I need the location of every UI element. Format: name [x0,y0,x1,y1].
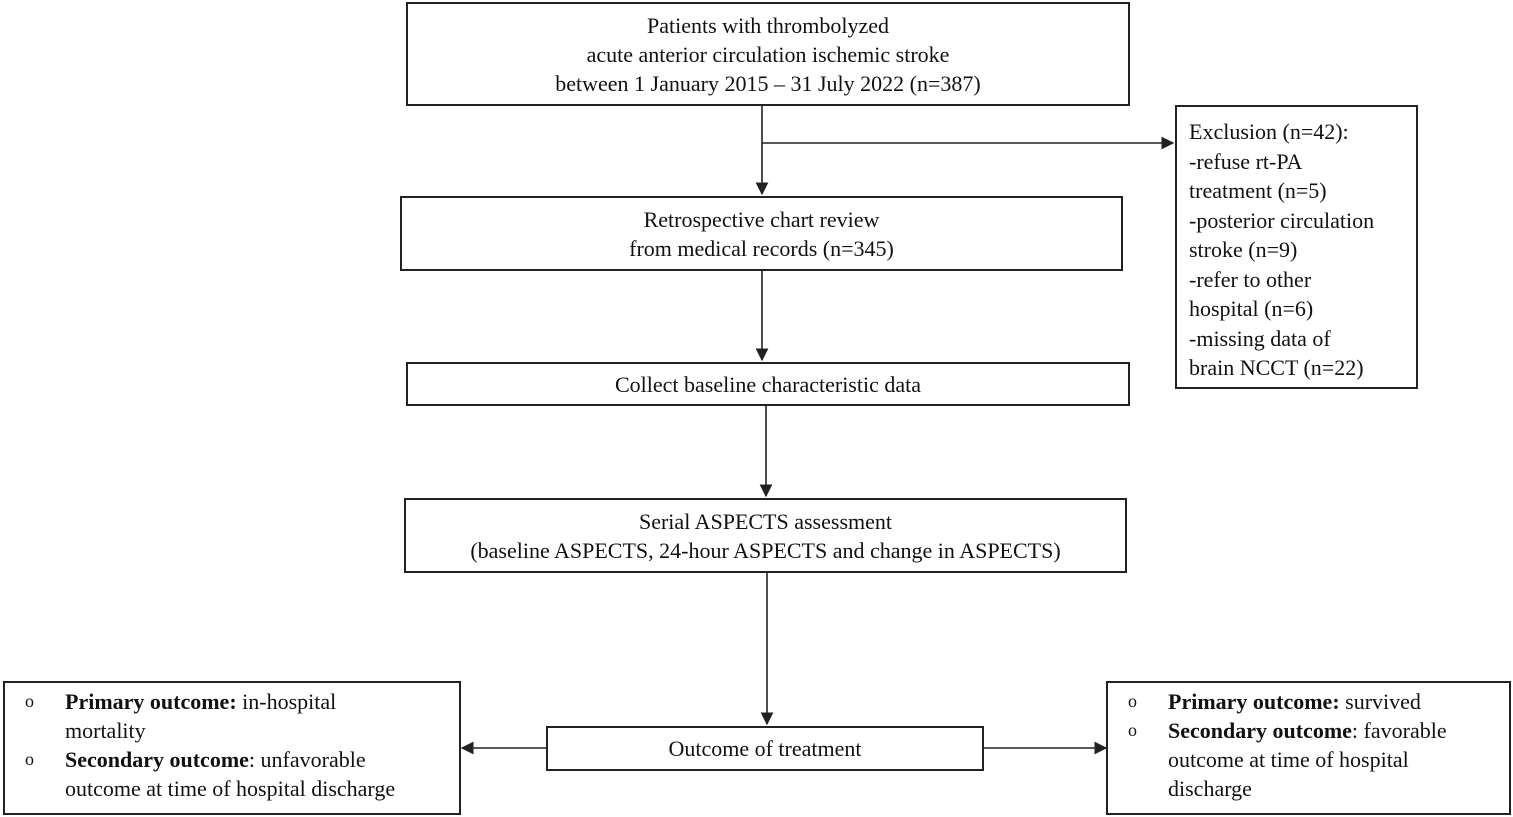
patients-box: Patients with thrombolyzed acute anterio… [406,2,1130,106]
bullet-icon: o [25,691,34,711]
outcome-line-1: Outcome of treatment [668,736,862,761]
exclusion-line: -refuse rt-PA [1189,148,1303,174]
left-outcomes-list: o Primary outcome: in-hospital mortality… [17,687,455,803]
baseline-line-1: Collect baseline characteristic data [614,371,921,397]
outcome-text: : unfavorable [248,747,366,772]
aspects-line-1: Serial ASPECTS assessment [638,508,892,534]
outcome-label: Primary outcome: [65,689,237,714]
outcome-text: outcome at time of hospital [1168,747,1409,772]
bullet-icon: o [25,749,34,769]
list-item: o Primary outcome: in-hospital mortality [17,687,455,745]
exclusion-box: Exclusion (n=42): -refuse rt-PA treatmen… [1175,105,1418,389]
outcome-label: Primary outcome: [1168,689,1340,714]
outcome-text: discharge [1168,776,1252,801]
right-outcomes-list: o Primary outcome: survived o Secondary … [1120,687,1505,803]
list-item: o Secondary outcome: favorable outcome a… [1120,716,1505,803]
review-box: Retrospective chart review from medical … [400,196,1123,271]
aspects-line-2: (baseline ASPECTS, 24-hour ASPECTS and c… [470,537,1061,563]
review-line-2: from medical records (n=345) [629,235,894,261]
outcome-label: Secondary outcome [65,747,249,772]
right-outcomes-box: o Primary outcome: survived o Secondary … [1106,681,1511,815]
review-line-1: Retrospective chart review [643,206,880,232]
outcome-label: Secondary outcome [1168,718,1352,743]
outcome-text: outcome at time of hospital discharge [65,776,396,801]
outcome-text: mortality [65,718,146,743]
outcome-text: in-hospital [242,689,337,714]
patients-line-1: Patients with thrombolyzed [647,12,889,38]
bullet-icon: o [1128,720,1137,740]
bullet-icon: o [1128,691,1137,711]
baseline-box: Collect baseline characteristic data [406,362,1130,406]
left-outcomes-box: o Primary outcome: in-hospital mortality… [3,681,461,815]
patients-line-2: acute anterior circulation ischemic stro… [586,41,950,67]
list-item: o Secondary outcome: unfavorable outcome… [17,745,455,803]
aspects-box: Serial ASPECTS assessment (baseline ASPE… [404,498,1127,573]
outcome-text: survived [1345,689,1421,714]
list-item: o Primary outcome: survived [1120,687,1505,716]
exclusion-title: Exclusion (n=42): [1189,119,1349,144]
outcome-box: Outcome of treatment [546,726,984,771]
exclusion-line: treatment (n=5) [1189,178,1327,203]
exclusion-line: stroke (n=9) [1189,237,1298,262]
exclusion-line: -missing data of [1189,325,1331,351]
exclusion-line: hospital (n=6) [1189,296,1314,321]
outcome-text: : favorable [1351,718,1447,743]
exclusion-line: -refer to other [1189,266,1312,292]
exclusion-line: -posterior circulation [1189,207,1375,233]
exclusion-line: brain NCCT (n=22) [1189,355,1364,380]
patients-line-3: between 1 January 2015 – 31 July 2022 (n… [555,70,981,96]
